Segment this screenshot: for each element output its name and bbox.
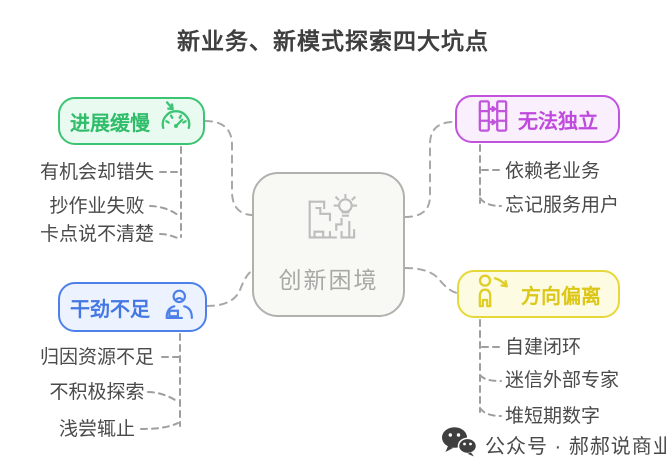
dejected-person-icon	[159, 287, 195, 327]
wechat-icon	[441, 426, 478, 463]
list-item: 抄作业失败	[49, 196, 145, 217]
center-node-label: 创新困境	[278, 267, 379, 293]
list-item: 迷信外部专家	[505, 370, 620, 391]
footer-watermark: 公众号 · 郝郝说商业	[441, 426, 666, 463]
hook-yellow-3	[479, 407, 502, 417]
branch-node-label: 无法独立	[518, 110, 598, 133]
hook-yellow-2	[479, 374, 502, 382]
list-item: 忘记服务用户	[505, 195, 620, 216]
connector-center-yellow	[404, 267, 458, 294]
branch-node-direction-deviation: 方向偏离	[457, 270, 620, 318]
center-node: 创新困境	[252, 172, 405, 317]
branch-node-label: 进展缓慢	[70, 112, 150, 135]
connector-center-purple	[404, 121, 456, 218]
linked-blocks-icon	[477, 97, 509, 141]
list-item: 归因资源不足	[39, 347, 154, 368]
footer-account-label: 公众号 · 郝郝说商业	[485, 436, 666, 458]
gauge-arrow-icon	[159, 101, 193, 141]
page-title: 新业务、新模式探索四大坑点	[177, 28, 489, 54]
branch-node-cannot-be-independent: 无法独立	[455, 95, 620, 143]
list-item: 堆短期数字	[505, 406, 601, 427]
list-item: 有机会却错失	[39, 162, 154, 183]
hook-purple-2	[479, 197, 502, 207]
list-item: 卡点说不清楚	[39, 224, 154, 245]
list-item: 依赖老业务	[505, 161, 601, 182]
maze-lightbulb-icon	[290, 193, 368, 255]
branch-node-label: 干劲不足	[70, 298, 150, 321]
branch-node-lack-of-drive: 干劲不足	[58, 282, 207, 332]
connector-green-center	[204, 120, 253, 216]
list-item: 浅尝辄止	[58, 419, 135, 440]
branch-node-slow-progress: 进展缓慢	[58, 97, 205, 145]
list-item: 自建闭环	[505, 337, 582, 358]
person-veering-arrow-icon	[476, 274, 512, 314]
connector-blue-center	[206, 270, 253, 307]
branch-node-label: 方向偏离	[521, 285, 601, 308]
list-item: 不积极探索	[49, 382, 145, 403]
